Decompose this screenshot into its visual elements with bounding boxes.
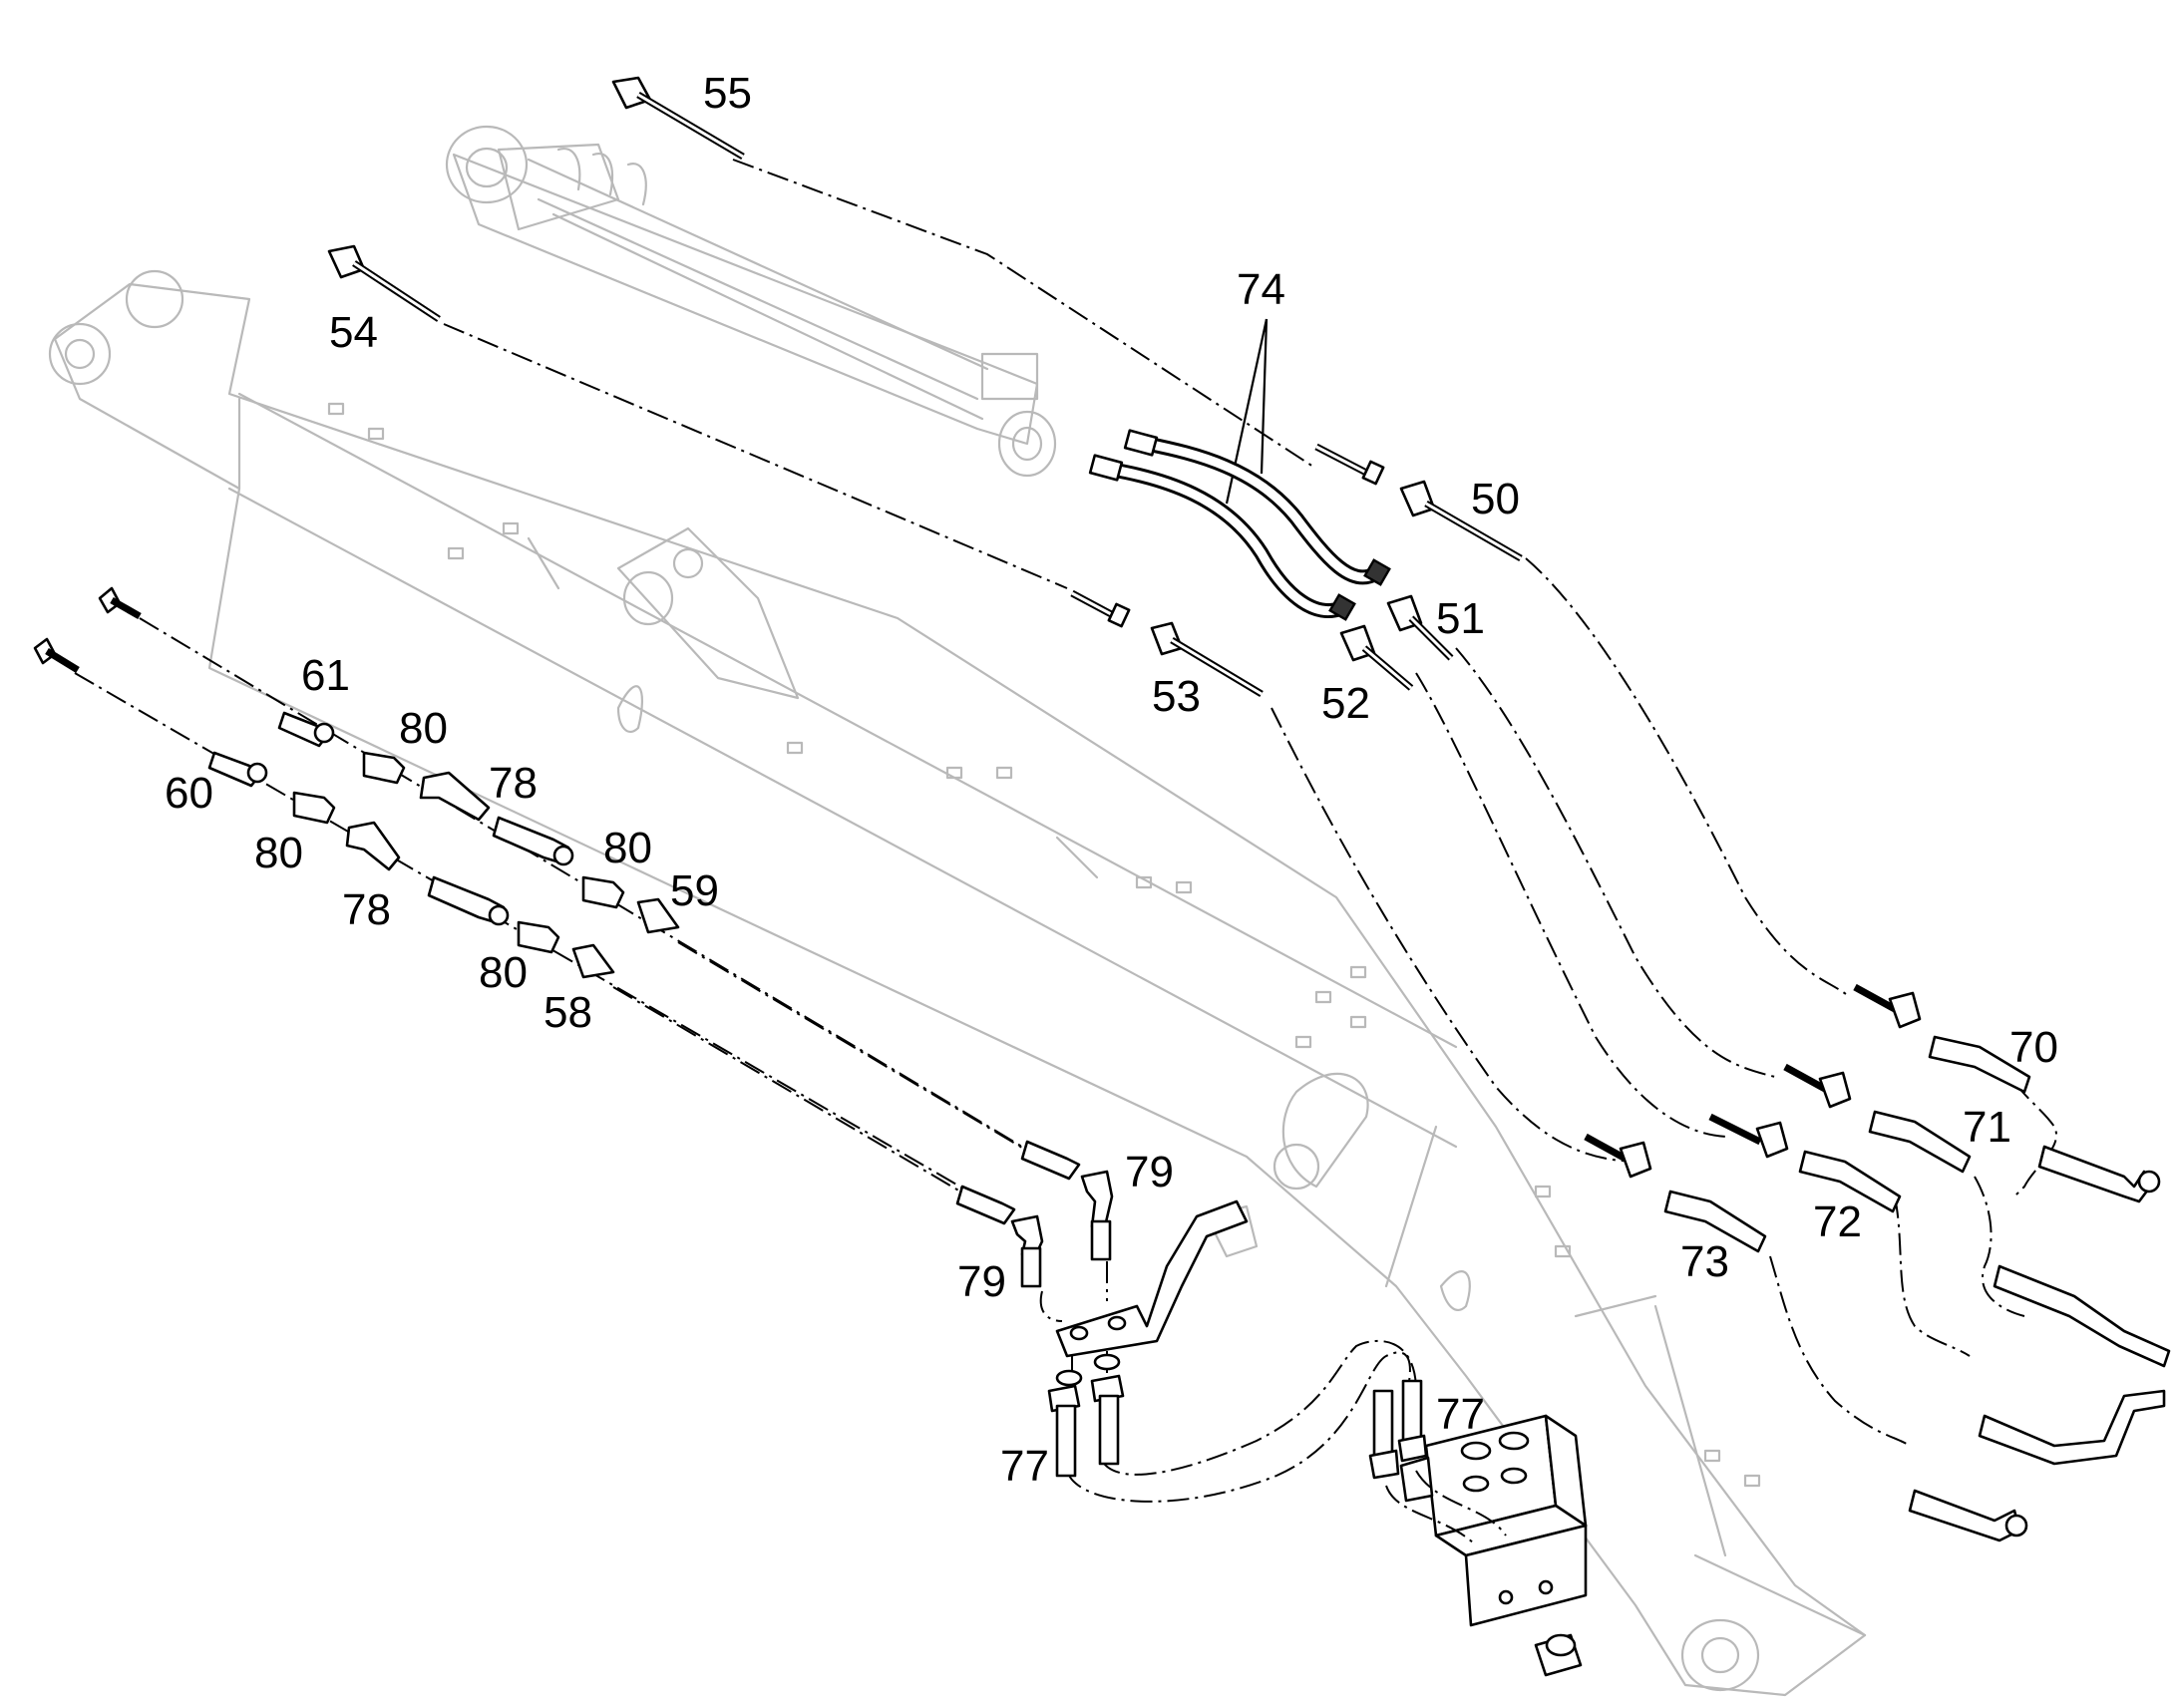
callout-72: 72: [1813, 1197, 1862, 1246]
callout-55: 55: [703, 69, 752, 118]
bolt-60: [33, 637, 268, 788]
callout-79-lower: 79: [957, 1257, 1006, 1306]
hose-78-upper: [419, 771, 574, 866]
flange-bolt-50: [1399, 480, 1523, 562]
adapter-80-mid: [581, 875, 625, 909]
callout-77-left: 77: [1000, 1442, 1049, 1491]
callout-71: 71: [1963, 1103, 2011, 1152]
callout-80-left: 80: [254, 829, 303, 877]
callout-79-upper: 79: [1125, 1148, 1174, 1196]
callout-58: 58: [544, 988, 592, 1037]
boom-cylinder-outline: [445, 125, 1057, 478]
fitting-59: [636, 897, 680, 934]
callout-53: 53: [1152, 672, 1201, 721]
flange-bolt-51: [1386, 594, 1454, 661]
hose-72: [1798, 1150, 2166, 1466]
flange-bolt-52: [1339, 624, 1414, 691]
flange-bolt-54: [327, 244, 441, 322]
callout-52: 52: [1321, 679, 1370, 728]
boom-arm-outline: [48, 269, 1867, 1697]
hose-73: [1663, 1190, 2028, 1542]
callout-51: 51: [1436, 594, 1485, 643]
callout-78-upper: 78: [489, 759, 538, 808]
hose-end-flanges: [1584, 983, 1922, 1179]
fitting-58: [571, 943, 615, 979]
callout-73: 73: [1680, 1237, 1729, 1286]
bolt-61: [98, 586, 335, 748]
flange-bolt-53: [1150, 621, 1264, 698]
adapter-80-lower: [517, 920, 560, 954]
callout-61: 61: [301, 651, 350, 700]
adapter-80-left: [292, 791, 336, 825]
callout-70: 70: [2009, 1023, 2058, 1072]
hose-assembly-74: [1088, 429, 1391, 621]
valve-block: [1399, 1414, 1588, 1677]
callout-74: 74: [1237, 265, 1285, 314]
elbow-79-upper: [1080, 1170, 1114, 1261]
callout-50: 50: [1471, 475, 1520, 523]
callout-77-right: 77: [1436, 1390, 1485, 1439]
mounting-bracket: [1055, 1199, 1249, 1358]
callout-60: 60: [165, 769, 213, 818]
hose-71: [1868, 1110, 2171, 1368]
callout-80-mid: 80: [603, 824, 652, 872]
callout-labels: 55 54 74 50 51 52 53 61 60 80 78 80 78 8…: [165, 69, 2058, 1491]
fitting-77-left-pair: [1047, 1353, 1125, 1478]
callout-80-upper: 80: [399, 704, 448, 753]
callout-54: 54: [329, 308, 378, 357]
callout-80-lower: 80: [479, 948, 528, 997]
adapter-80-upper: [362, 751, 406, 785]
callout-78-lower: 78: [342, 885, 391, 934]
fitting-77-right-pair: [1368, 1379, 1428, 1480]
short-bolt-upper: [1314, 443, 1385, 486]
short-bolt-mid: [1070, 589, 1131, 628]
hose-70: [1928, 1035, 2161, 1203]
bolt-upper-right: [1020, 1140, 1081, 1181]
elbow-79-lower: [1010, 1214, 1044, 1288]
bolt-lower-right: [955, 1185, 1016, 1225]
flange-bolt-55: [611, 76, 745, 161]
callout-59: 59: [670, 866, 719, 915]
hose-78-lower: [345, 821, 510, 926]
